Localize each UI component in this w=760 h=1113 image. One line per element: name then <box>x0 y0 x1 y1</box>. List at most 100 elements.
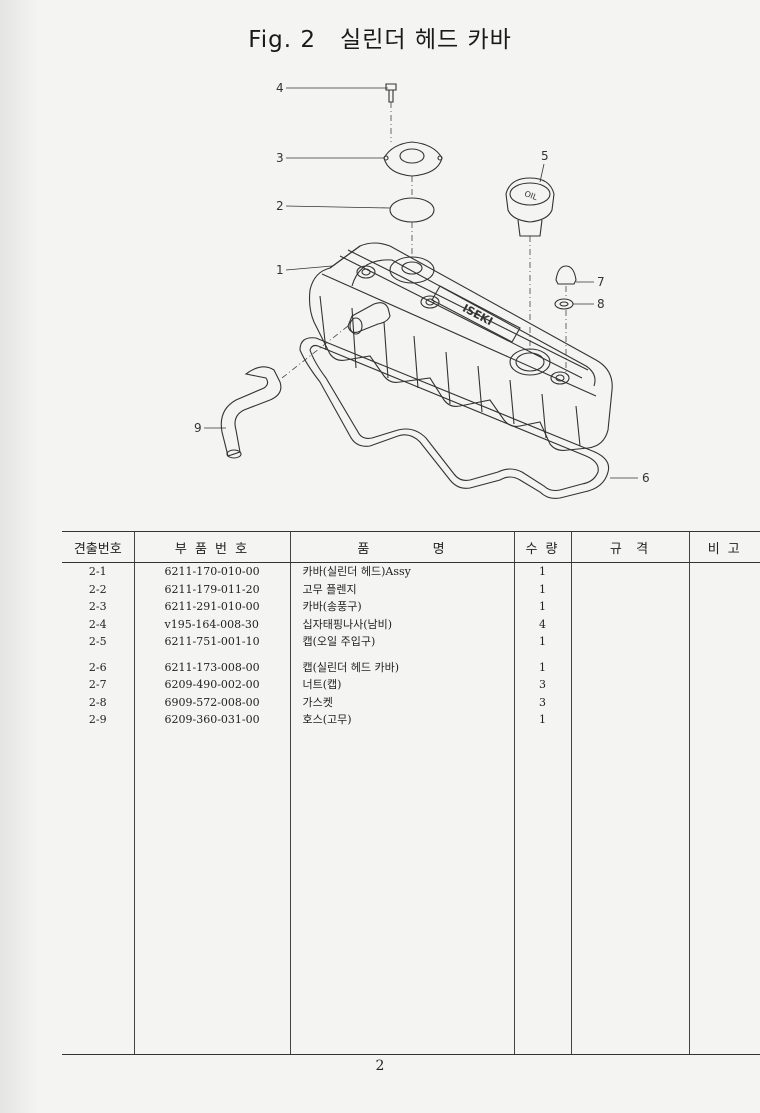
name-cell: 호스(고무) <box>289 711 514 729</box>
col-note: 비 고 <box>688 531 760 563</box>
note-cell <box>688 562 760 581</box>
name-cell: 카바(실린더 헤드)Assy <box>289 562 514 581</box>
breather-cover <box>383 141 443 177</box>
callout-7: 7 <box>597 275 605 289</box>
col-spec: 규 격 <box>570 531 689 563</box>
ref-cell: 2-6 <box>88 660 107 674</box>
name-cell: 너트(캡) <box>289 676 514 694</box>
page-number: 2 <box>375 1058 385 1074</box>
figure-title: 실린더 헤드 카바 <box>340 27 512 53</box>
spec-cell <box>570 615 689 633</box>
part-no-cell: 6909-572-008-00 <box>133 693 290 711</box>
head-cover-body <box>308 242 613 451</box>
qty-cell: 1 <box>513 711 571 729</box>
part-no-cell: 6211-173-008-00 <box>133 658 290 676</box>
ref-cell: 2-4 <box>88 617 107 631</box>
note-cell <box>688 658 760 676</box>
spec-cell <box>570 711 689 729</box>
part-no-cell: 6209-360-031-00 <box>133 711 290 729</box>
table-empty-area <box>62 728 760 1055</box>
ref-cell: 2-3 <box>88 600 107 613</box>
note-cell <box>688 580 760 598</box>
callout-1: 1 <box>276 263 284 277</box>
col-ref-no: 견출번호 <box>62 531 134 563</box>
name-cell: 가스켓 <box>289 693 514 711</box>
name-cell: 십자태핑나사(남비) <box>289 615 514 633</box>
callout-3: 3 <box>276 151 284 165</box>
part-no-cell: 6209-490-002-00 <box>133 676 290 694</box>
ref-cell: 2-2 <box>88 582 107 596</box>
qty-cell: 1 <box>513 580 571 598</box>
cap-nut <box>555 265 577 285</box>
callout-2: 2 <box>276 199 284 213</box>
callout-8: 8 <box>597 297 605 311</box>
note-cell <box>688 711 760 729</box>
name-cell: 캡(실린더 헤드 카바) <box>289 658 514 676</box>
parts-diagram-svg: 4 3 2 1 5 7 8 6 9 ISEKI OIL <box>194 81 650 499</box>
rubber-flange <box>389 197 435 223</box>
col-name: 품 명 <box>289 531 514 563</box>
spec-cell <box>570 658 689 676</box>
note-cell <box>688 693 760 711</box>
name-cell: 캡(오일 주입구) <box>289 633 514 651</box>
callout-6: 6 <box>642 471 650 485</box>
brand-plate <box>431 285 521 343</box>
qty-cell: 4 <box>513 615 571 633</box>
callout-5: 5 <box>541 149 549 163</box>
note-cell <box>688 598 760 616</box>
part-no-cell: v195-164-008-30 <box>133 615 290 633</box>
ref-cell: 2-5 <box>88 635 107 648</box>
spec-cell <box>570 562 689 581</box>
qty-cell: 1 <box>513 562 571 581</box>
rubber-hose <box>220 366 282 457</box>
ref-cell: 2-7 <box>88 678 107 691</box>
gasket-washer <box>554 298 574 310</box>
part-no-cell: 6211-170-010-00 <box>133 562 290 581</box>
spec-cell <box>570 676 689 694</box>
parts-list-table: 견출번호 부 품 번 호 품 명 수 량 규 격 비 고 2-1 6211-170… <box>62 531 760 1055</box>
part-no-cell: 6211-751-001-10 <box>133 633 290 651</box>
ref-cell: 2-8 <box>88 695 107 709</box>
exploded-parts-diagram: 4 3 2 1 5 7 8 6 9 ISEKI OIL <box>0 60 760 520</box>
name-cell: 카바(송풍구) <box>289 598 514 616</box>
note-cell <box>688 615 760 633</box>
table-header-row: 견출번호 부 품 번 호 품 명 수 량 규 격 비 고 <box>62 531 760 563</box>
oil-filler-cap <box>505 177 555 223</box>
tapping-screw <box>385 83 397 103</box>
col-part-no: 부 품 번 호 <box>133 531 290 563</box>
spec-cell <box>570 580 689 598</box>
ref-cell: 2-1 <box>88 565 107 578</box>
col-qty: 수 량 <box>513 531 571 563</box>
spec-cell <box>570 633 689 651</box>
callout-9: 9 <box>194 421 202 435</box>
gasket-outline <box>299 337 610 499</box>
figure-label: Fig. 2 <box>248 27 317 53</box>
qty-cell: 1 <box>513 658 571 676</box>
note-cell <box>688 676 760 694</box>
qty-cell: 1 <box>513 633 571 651</box>
ref-cell: 2-9 <box>88 713 107 726</box>
cap-text: OIL <box>523 189 539 202</box>
table-spacer <box>62 650 760 659</box>
callout-4: 4 <box>276 81 284 95</box>
name-cell: 고무 플렌지 <box>289 580 514 598</box>
page-shadow <box>0 0 38 1113</box>
note-cell <box>688 633 760 651</box>
part-no-cell: 6211-291-010-00 <box>133 598 290 616</box>
qty-cell: 3 <box>513 693 571 711</box>
qty-cell: 1 <box>513 598 571 616</box>
spec-cell <box>570 693 689 711</box>
page-title: Fig. 2 실린더 헤드 카바 <box>0 20 760 54</box>
qty-cell: 3 <box>513 676 571 694</box>
spec-cell <box>570 598 689 616</box>
part-no-cell: 6211-179-011-20 <box>133 580 290 598</box>
